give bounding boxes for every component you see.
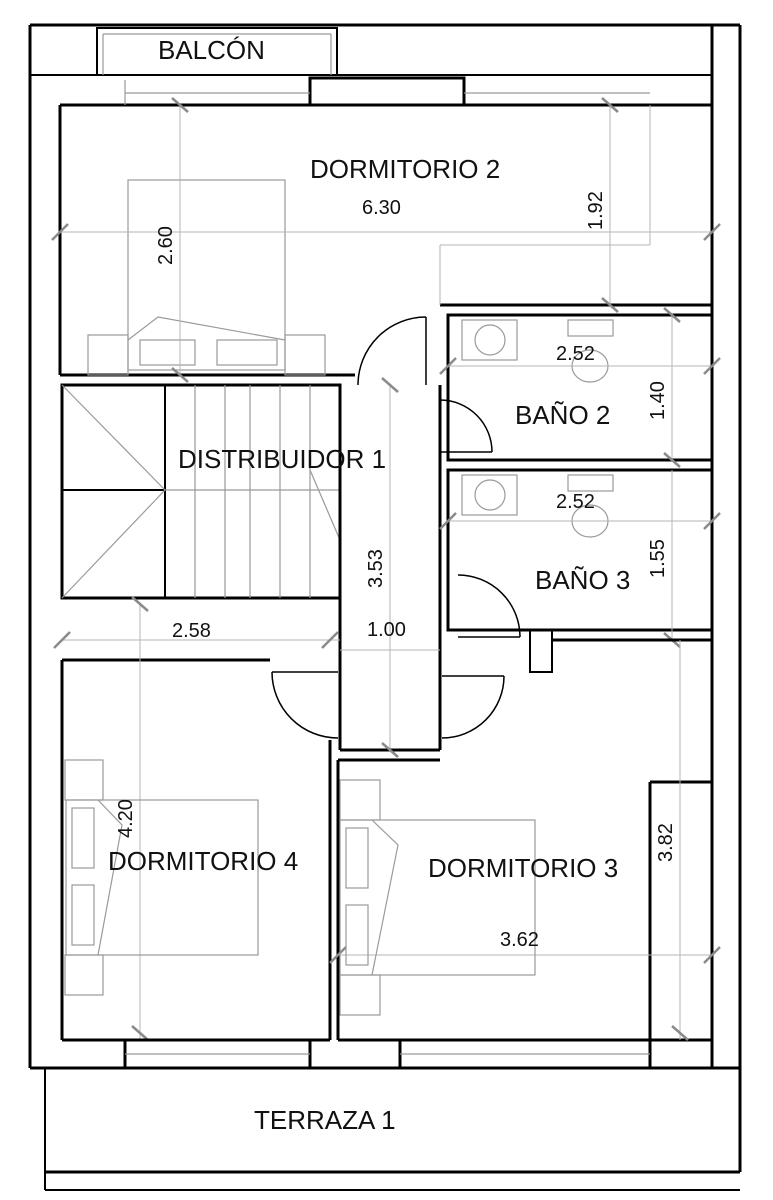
label-bano-2: BAÑO 2 xyxy=(515,400,610,430)
label-balcon: BALCÓN xyxy=(158,35,265,65)
dim-bano2-width: 2.52 xyxy=(556,343,595,365)
staircase xyxy=(60,383,342,600)
dim-bano3-height: 1.55 xyxy=(647,539,669,578)
label-terraza-1: TERRAZA 1 xyxy=(254,1105,396,1135)
dim-bano2-height: 1.40 xyxy=(647,381,669,420)
label-dormitorio-2: DORMITORIO 2 xyxy=(310,154,500,184)
bano-3 xyxy=(439,468,721,673)
balcony xyxy=(96,27,338,76)
dim-dorm2-width: 6.30 xyxy=(362,197,401,219)
distribuidor-walls xyxy=(338,377,442,758)
dormitorio-4 xyxy=(53,596,340,1042)
dim-distribuidor-length: 3.53 xyxy=(365,549,387,588)
dim-dorm3-height: 3.82 xyxy=(655,823,677,862)
label-distribuidor-1: DISTRIBUIDOR 1 xyxy=(178,444,386,474)
terraza-windows xyxy=(123,1038,652,1070)
bano-2 xyxy=(439,307,721,468)
label-dormitorio-3: DORMITORIO 3 xyxy=(428,853,618,883)
dim-dorm2-side: 1.92 xyxy=(585,191,607,230)
dim-dorm2-height: 2.60 xyxy=(155,226,177,265)
doors xyxy=(271,316,521,739)
dim-dorm4-width: 2.58 xyxy=(172,620,211,642)
dim-distribuidor-width: 1.00 xyxy=(367,619,406,641)
dim-lines-dormitorio-2 xyxy=(51,97,721,383)
dim-bano3-width: 2.52 xyxy=(556,491,595,513)
dim-dorm3-width: 3.62 xyxy=(500,929,539,951)
bed-dormitorio-2 xyxy=(87,179,326,376)
label-dormitorio-4: DORMITORIO 4 xyxy=(108,846,298,876)
label-bano-3: BAÑO 3 xyxy=(535,565,630,595)
dim-dorm4-height: 4.20 xyxy=(115,799,137,838)
